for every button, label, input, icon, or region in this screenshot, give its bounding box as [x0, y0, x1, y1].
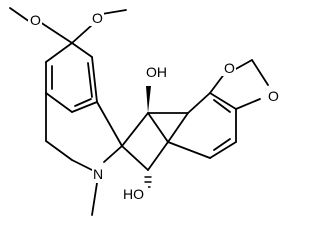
bond	[209, 141, 237, 159]
bond	[121, 112, 149, 147]
ring-b	[45, 92, 123, 216]
bond	[91, 56, 98, 103]
bond	[96, 101, 123, 147]
bond	[209, 72, 226, 94]
bond	[74, 98, 92, 107]
bond	[213, 138, 231, 151]
dioxole-oxygen-top: O	[224, 60, 235, 76]
methoxy-oxygen-left: O	[30, 12, 41, 28]
ring-a	[45, 42, 98, 113]
bond	[71, 159, 93, 171]
bond	[187, 92, 211, 114]
methoxy-groups	[9, 7, 127, 44]
bond	[71, 101, 98, 113]
bond	[39, 21, 73, 44]
bond	[87, 62, 93, 98]
bond	[121, 145, 149, 171]
methoxy-oxygen-right: O	[92, 10, 103, 26]
bond	[147, 112, 169, 143]
bond	[209, 92, 237, 110]
stereo-wedge	[146, 86, 151, 113]
bond	[213, 99, 231, 113]
bond	[167, 141, 211, 159]
bond	[71, 42, 93, 58]
bond	[91, 182, 98, 216]
bond	[233, 59, 253, 71]
dioxole-ring	[209, 59, 269, 110]
bond	[235, 98, 261, 110]
bond	[101, 9, 127, 15]
ring-c	[121, 86, 169, 188]
bond	[251, 59, 269, 86]
bond	[167, 112, 189, 143]
bond	[103, 145, 123, 163]
ring-d	[147, 92, 237, 159]
atom-labels: O O N OH HO O O	[28, 10, 280, 202]
bond	[45, 42, 73, 63]
bond	[147, 141, 169, 171]
hydroxyl-top-label: OH	[146, 64, 167, 80]
bond	[9, 7, 31, 23]
bond	[45, 140, 73, 161]
chemical-structure: O O N OH HO O O	[9, 7, 280, 216]
dioxole-oxygen-right: O	[268, 88, 279, 104]
nitrogen-atom: N	[93, 166, 103, 182]
bond	[45, 92, 73, 113]
bond	[71, 24, 93, 44]
hydroxyl-bottom-label: HO	[123, 186, 144, 202]
